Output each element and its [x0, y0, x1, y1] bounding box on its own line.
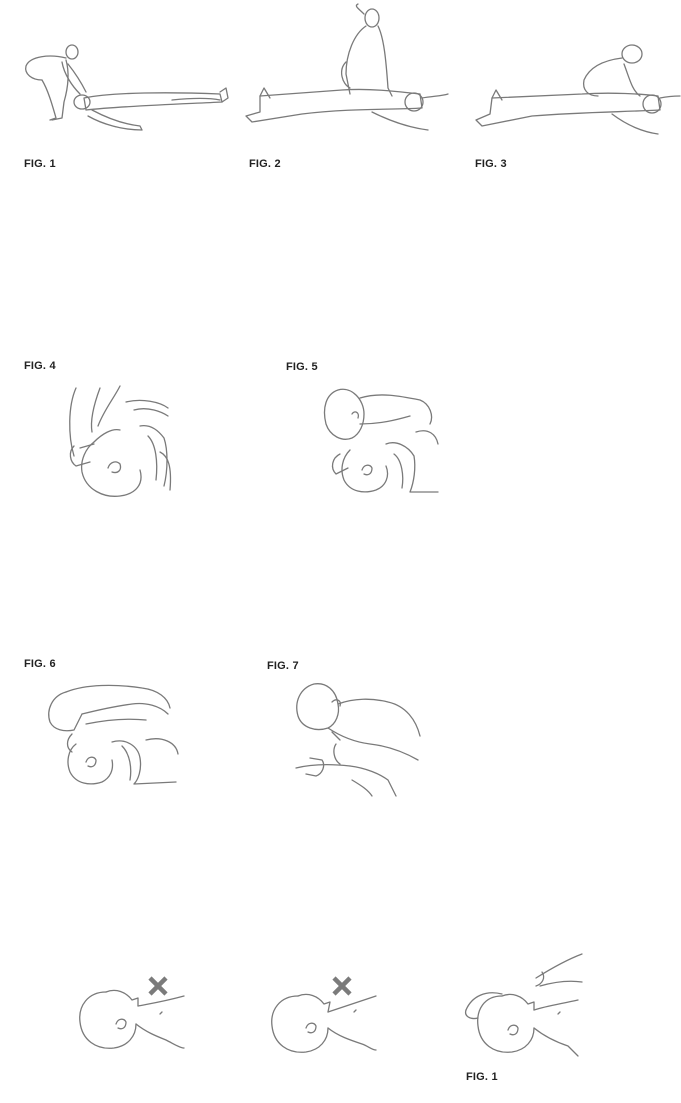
fig1-label: FIG. 1 [24, 158, 56, 170]
fig1-illustration [22, 40, 232, 140]
fig5-label: FIG. 5 [286, 361, 318, 373]
fig4-illustration [64, 385, 174, 500]
fig5-illustration [320, 384, 440, 496]
fig3-label: FIG. 3 [475, 158, 507, 170]
fig7-illustration [292, 680, 426, 800]
fig2-illustration [242, 3, 452, 134]
fig3-illustration [472, 40, 681, 140]
infant-correct-illustration [462, 952, 586, 1058]
fig6-illustration [46, 684, 186, 788]
fig7-label: FIG. 7 [267, 660, 299, 672]
fig2-label: FIG. 2 [249, 158, 281, 170]
infant-fig1-label: FIG. 1 [466, 1071, 498, 1083]
infant-incorrect-2-illustration [268, 974, 380, 1056]
fig4-label: FIG. 4 [24, 360, 56, 372]
infant-incorrect-1-illustration [76, 974, 188, 1054]
fig6-label: FIG. 6 [24, 658, 56, 670]
